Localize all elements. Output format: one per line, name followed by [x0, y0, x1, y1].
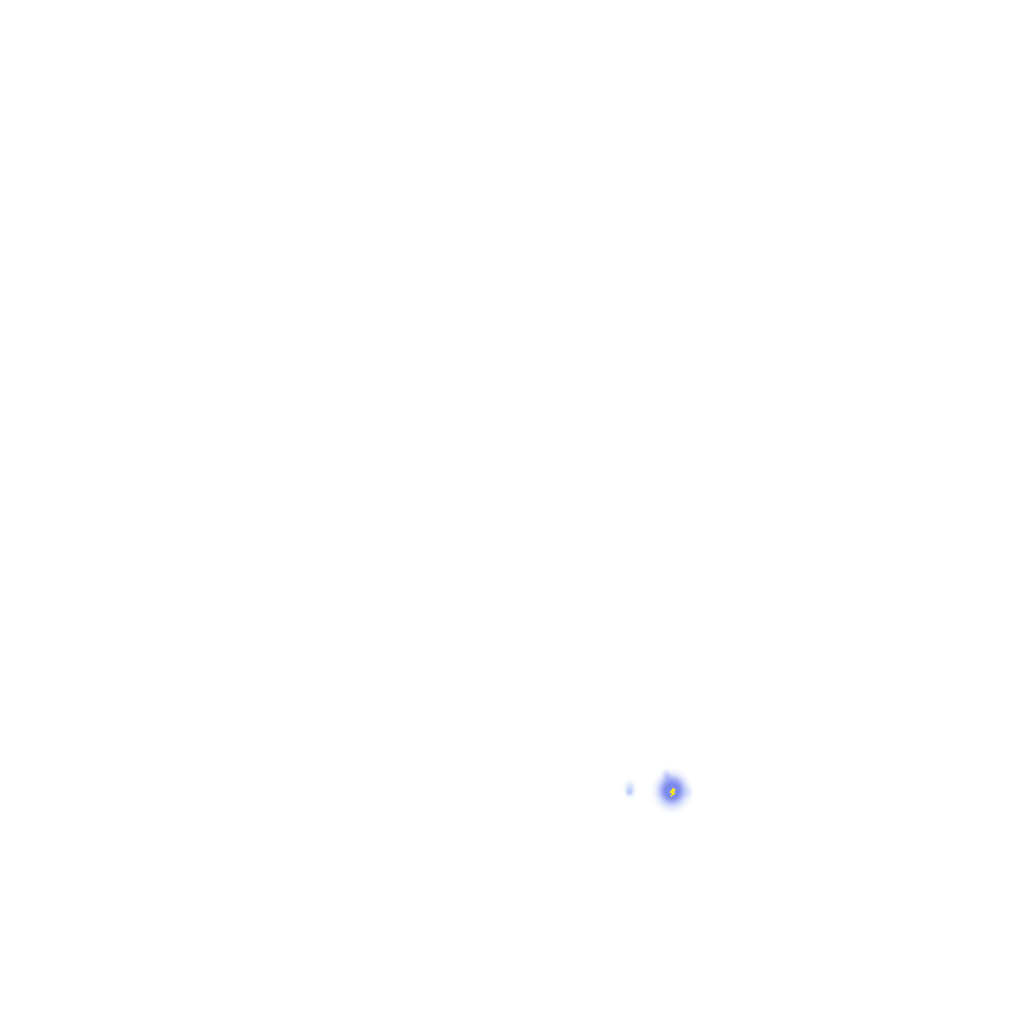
main-top-protrusion — [662, 768, 673, 783]
main-hotspot-halo — [653, 769, 691, 812]
peak-marker-bolt-icon — [669, 787, 676, 798]
left-smudge-core — [626, 788, 633, 796]
main-hotspot-mid — [659, 776, 685, 804]
right-smudge — [684, 785, 692, 798]
left-smudge-halo — [625, 780, 635, 798]
main-hotspot-core — [663, 781, 681, 801]
